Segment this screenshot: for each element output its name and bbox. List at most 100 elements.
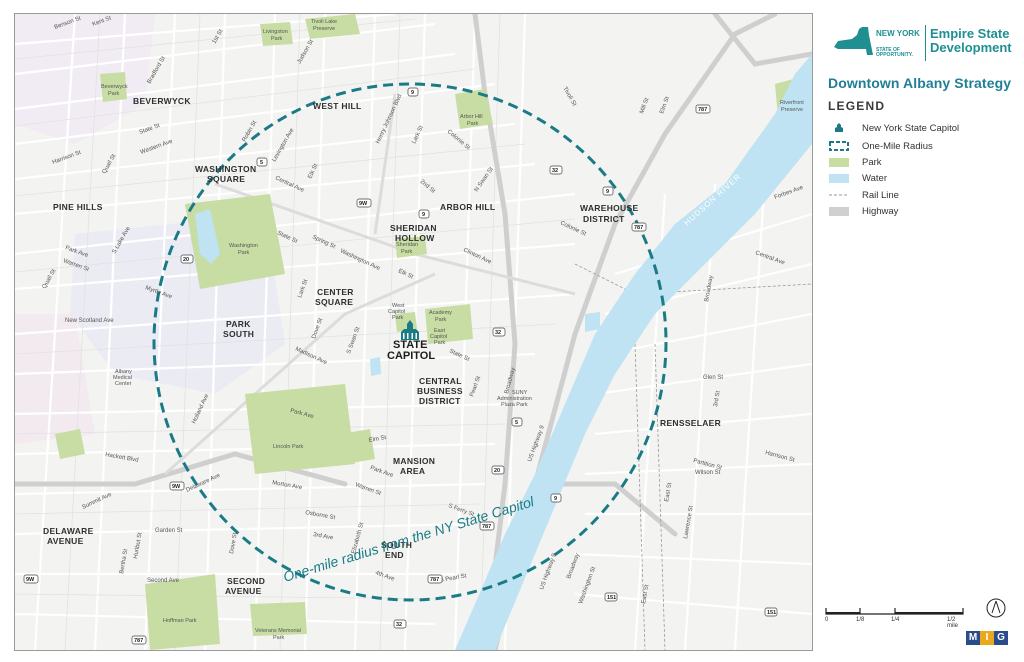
ny-logo-subtext: STATE OF OPPORTUNITY. bbox=[876, 47, 913, 58]
mig-logo: M I G bbox=[966, 631, 1008, 645]
side-panel: NEW YORK STATE OF OPPORTUNITY. Empire St… bbox=[820, 13, 1020, 653]
label-rensselaer: RENSSELAER bbox=[660, 418, 721, 428]
svg-text:9: 9 bbox=[606, 189, 609, 195]
svg-text:5: 5 bbox=[515, 420, 518, 426]
label-delaware-2: AVENUE bbox=[47, 536, 84, 546]
label-sheridan-1: SHERIDAN bbox=[390, 223, 437, 233]
label-washington-park-2: Park bbox=[238, 250, 250, 256]
street-garden: Garden St bbox=[155, 528, 183, 534]
legend-item-highway: Highway bbox=[828, 204, 898, 218]
svg-text:9: 9 bbox=[411, 90, 414, 96]
svg-text:9: 9 bbox=[554, 496, 557, 502]
hudson-river bbox=[455, 54, 812, 650]
label-albany-med-3: Center bbox=[115, 381, 132, 387]
label-hoffman: Hoffman Park bbox=[163, 618, 197, 624]
svg-text:20: 20 bbox=[494, 468, 500, 474]
scale-tick-2: 1/4 bbox=[891, 617, 900, 623]
svg-text:787: 787 bbox=[634, 225, 643, 231]
label-cbd-3: DISTRICT bbox=[419, 396, 461, 406]
street-east: East St bbox=[664, 482, 673, 502]
svg-text:32: 32 bbox=[495, 330, 501, 336]
street-elm2: Elm St bbox=[659, 96, 671, 115]
svg-text:787: 787 bbox=[134, 638, 143, 644]
esd-logo-text: Empire State Development bbox=[930, 26, 1012, 55]
label-park-south-2: SOUTH bbox=[223, 329, 254, 339]
svg-text:5: 5 bbox=[260, 160, 263, 166]
label-west-hill: WEST HILL bbox=[313, 101, 362, 111]
street-east2: East St bbox=[641, 584, 650, 604]
highway-swatch bbox=[828, 205, 850, 217]
label-beverwyck: BEVERWYCK bbox=[133, 96, 191, 106]
label-beverwyck-park-2: Park bbox=[108, 91, 120, 97]
label-tivoli-2: Preserve bbox=[313, 26, 335, 32]
water-swatch bbox=[828, 172, 850, 184]
label-livingston-1: Livingston bbox=[263, 29, 288, 35]
street-wilson: Wilson St bbox=[695, 470, 721, 476]
label-tivoli-1: Tivoli Lake bbox=[311, 19, 337, 25]
legend-item-capitol: New York State Capitol bbox=[828, 121, 959, 135]
label-washington-square-2: SQUARE bbox=[207, 174, 245, 184]
street-new-scotland: New Scotland Ave bbox=[65, 318, 114, 324]
ny-logo-text: NEW YORK bbox=[876, 29, 920, 38]
label-pine-hills: PINE HILLS bbox=[53, 202, 103, 212]
svg-text:9W: 9W bbox=[172, 484, 181, 490]
label-albany-med-2: Medical bbox=[113, 375, 132, 381]
ny-state-outline-icon bbox=[834, 27, 873, 55]
label-suny-3: Plaza Park bbox=[501, 402, 528, 408]
svg-text:9W: 9W bbox=[26, 577, 35, 583]
label-suny-1: SUNY bbox=[512, 390, 528, 396]
label-delaware-1: DELAWARE bbox=[43, 526, 94, 536]
label-west-capitol-1: West bbox=[392, 303, 405, 309]
label-arbor-hill: ARBOR HILL bbox=[440, 202, 495, 212]
label-capitol-2: CAPITOL bbox=[387, 350, 435, 362]
logo-divider bbox=[925, 25, 926, 61]
north-arrow-icon bbox=[986, 598, 1006, 618]
scale-bar: 0 1/8 1/4 1/2 mile bbox=[825, 605, 965, 629]
neighborhood-labels: BEVERWYCK WEST HILL WASHINGTON SQUARE PI… bbox=[43, 96, 721, 596]
park-swatch bbox=[828, 156, 850, 168]
one-mile-radius-circle bbox=[152, 82, 668, 602]
street-osborne: Osborne St bbox=[305, 510, 336, 521]
label-mansion-2: AREA bbox=[400, 466, 425, 476]
label-academy-2: Park bbox=[435, 317, 447, 323]
label-sheridan-park-1: Sheridan bbox=[396, 242, 418, 248]
label-livingston-2: Park bbox=[271, 36, 283, 42]
label-east-capitol-2: Capitol bbox=[430, 334, 447, 340]
mig-letter-m: M bbox=[966, 631, 980, 645]
label-riverfront-1: Riverfront bbox=[780, 100, 804, 106]
legend-item-water: Water bbox=[828, 171, 887, 185]
park-labels: Beverwyck Park Tivoli Lake Preserve Livi… bbox=[101, 19, 804, 641]
legend-item-radius: One-Mile Radius bbox=[828, 139, 933, 153]
street-second-ave: Second Ave bbox=[147, 578, 180, 584]
street-lawrence: Lawrence St bbox=[683, 505, 695, 539]
svg-text:787: 787 bbox=[698, 107, 707, 113]
label-arbor-park-1: Arbor Hill bbox=[460, 114, 483, 120]
label-washington-square-1: WASHINGTON bbox=[195, 164, 256, 174]
esd-logo: NEW YORK STATE OF OPPORTUNITY. Empire St… bbox=[832, 21, 1012, 69]
street-third-st: 3rd St bbox=[713, 390, 722, 407]
scale-tick-3: 1/2 mile bbox=[947, 617, 959, 629]
label-south-end-1: SOUTH bbox=[381, 540, 412, 550]
label-warehouse-1: WAREHOUSE bbox=[580, 203, 638, 213]
svg-text:787: 787 bbox=[430, 577, 439, 583]
label-veterans-2: Park bbox=[273, 635, 285, 641]
rail-line-icon bbox=[828, 189, 850, 201]
street-dove2: Dove St bbox=[229, 532, 239, 554]
svg-text:32: 32 bbox=[552, 168, 558, 174]
label-west-capitol-3: Park bbox=[392, 315, 404, 321]
label-washington-park-1: Washington bbox=[229, 243, 258, 249]
label-cbd-1: CENTRAL bbox=[419, 376, 462, 386]
mig-letter-g: G bbox=[994, 631, 1008, 645]
map-canvas: BEVERWYCK WEST HILL WASHINGTON SQUARE PI… bbox=[14, 13, 813, 651]
label-mansion-1: MANSION bbox=[393, 456, 435, 466]
label-sheridan-park-2: Park bbox=[401, 249, 413, 255]
street-hurlbut: Hurlbut St bbox=[133, 532, 144, 560]
label-lincoln: Lincoln Park bbox=[273, 444, 304, 450]
label-west-capitol-2: Capitol bbox=[388, 309, 405, 315]
map-title: Downtown Albany Strategy bbox=[828, 75, 1012, 91]
street-elm: Elm St bbox=[368, 435, 387, 444]
label-east-capitol-1: East bbox=[434, 328, 445, 334]
svg-text:9: 9 bbox=[422, 212, 425, 218]
street-broadway3: Broadway bbox=[704, 275, 715, 302]
state-capitol-icon bbox=[401, 320, 419, 340]
